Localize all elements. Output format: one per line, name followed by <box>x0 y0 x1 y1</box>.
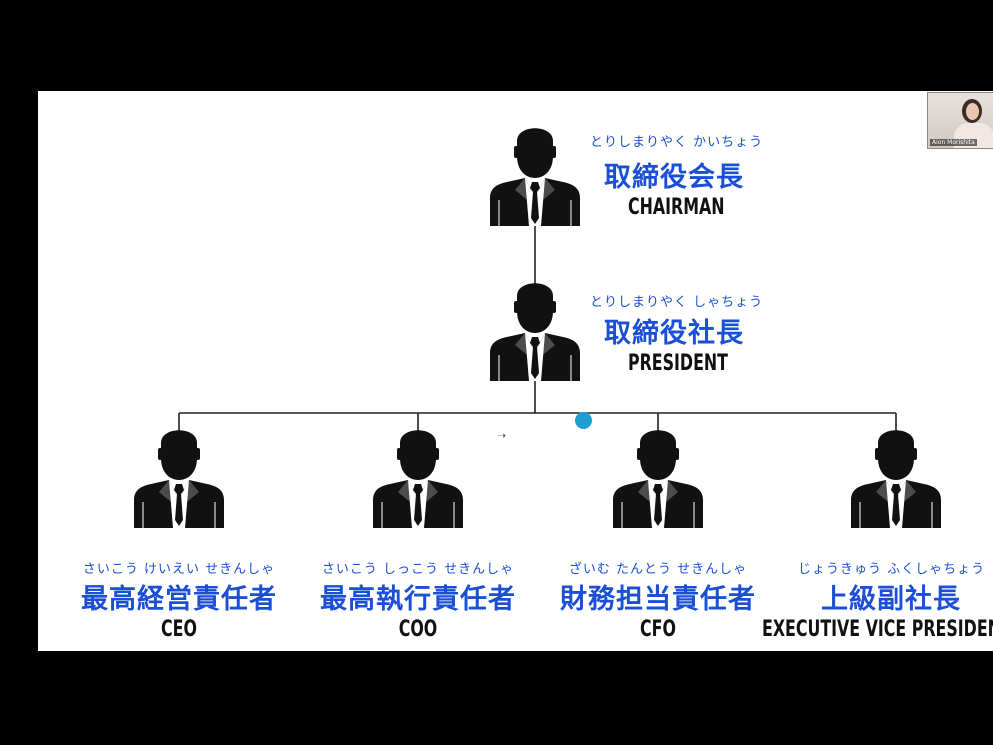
ceo-furigana: さいこう けいえい せきんしゃ <box>82 562 276 577</box>
chairman-furigana: とりしまりやく かいちょう <box>590 135 764 150</box>
coo-english: COO <box>398 617 438 642</box>
ceo-icon <box>133 429 225 529</box>
cfo-furigana: ざいむ たんとう せきんしゃ <box>568 562 748 577</box>
evp-icon <box>850 429 942 529</box>
chairman-kanji: 取締役会長 <box>604 162 744 193</box>
president-furigana: とりしまりやく しゃちょう <box>590 295 764 310</box>
coo-kanji: 最高執行責任者 <box>320 584 516 615</box>
ceo-english: CEO <box>161 617 197 642</box>
coo-icon <box>372 429 464 529</box>
webcam-name-label: Aion Morishita <box>930 139 977 146</box>
cfo-kanji: 財務担当責任者 <box>560 584 756 615</box>
president-kanji: 取締役社長 <box>604 318 744 349</box>
president-icon <box>489 282 581 382</box>
chairman-english: CHAIRMAN <box>628 195 725 220</box>
presenter-face <box>966 103 979 120</box>
president-english: PRESIDENT <box>628 351 728 376</box>
slide: とりしまりやく かいちょう 取締役会長 CHAIRMAN とりしまりやく しゃち… <box>38 91 993 651</box>
chairman-icon <box>489 127 581 227</box>
evp-furigana: じょうきゅう ふくしゃちょう <box>798 562 986 577</box>
cfo-icon <box>612 429 704 529</box>
webcam-thumbnail[interactable]: Aion Morishita <box>927 92 993 149</box>
org-chart-lines <box>133 127 942 529</box>
cfo-english: CFO <box>640 617 676 642</box>
laser-pointer-icon <box>575 412 592 429</box>
evp-english: EXECUTIVE VICE PRESIDENT <box>762 617 993 642</box>
evp-kanji: 上級副社長 <box>821 584 961 615</box>
coo-furigana: さいこう しっこう せきんしゃ <box>321 562 515 577</box>
ceo-kanji: 最高経営責任者 <box>81 584 277 615</box>
mouse-cursor-icon: ➝ <box>497 429 507 442</box>
